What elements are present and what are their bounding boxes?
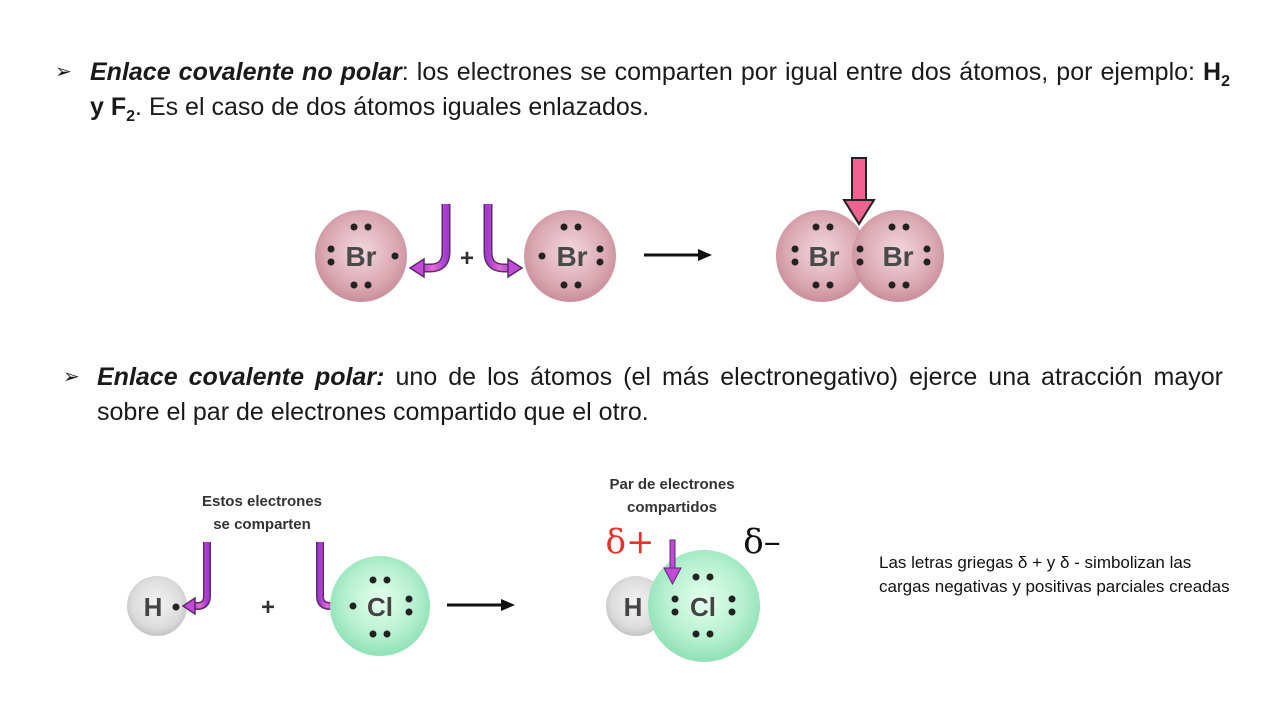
svg-text:Br: Br xyxy=(345,241,376,272)
shared-label-line2: se comparten xyxy=(213,516,311,533)
nonpolar-paragraph: Enlace covalente no polar: los electrone… xyxy=(90,55,1230,125)
nonpolar-text2: . Es el caso de dos átomos iguales enlaz… xyxy=(135,93,650,121)
svg-text:H: H xyxy=(624,592,643,622)
polar-paragraph: Enlace covalente polar: uno de los átomo… xyxy=(97,360,1223,430)
bullet-arrow-icon: ➢ xyxy=(55,61,72,83)
br-atom-right: Br xyxy=(524,210,616,302)
polar-term: Enlace covalente polar: xyxy=(97,363,385,391)
plus-sign: + xyxy=(261,594,275,621)
nonpolar-term: Enlace covalente no polar xyxy=(90,58,402,86)
polar-text: uno de los átomos (el más electronegativ… xyxy=(97,363,1223,426)
delta-minus-symbol: δ– xyxy=(743,522,780,562)
delta-explanation-note: Las letras griegas δ + y δ - simbolizan … xyxy=(879,553,1230,596)
pair-label-line1: Par de electrones xyxy=(609,476,734,493)
br2-molecule: Br Br xyxy=(776,210,944,302)
svg-text:Br: Br xyxy=(882,241,913,272)
curved-electron-arrow-icon xyxy=(181,542,211,616)
cl-atom: Cl xyxy=(330,556,430,656)
svg-text:Cl: Cl xyxy=(690,592,716,622)
svg-text:Br: Br xyxy=(556,241,587,272)
plus-sign: + xyxy=(460,245,474,272)
down-arrow-icon xyxy=(663,539,682,586)
pink-down-arrow-icon xyxy=(842,157,876,226)
h2-formula: H2 xyxy=(1203,58,1230,90)
curved-electron-arrow-icon xyxy=(483,204,524,279)
reaction-arrow-icon xyxy=(447,599,515,611)
nonpolar-text1: los electrones se comparten por igual en… xyxy=(408,58,1204,86)
colon: : xyxy=(401,58,409,86)
reaction-arrow-icon xyxy=(644,249,712,261)
svg-text:Br: Br xyxy=(808,241,839,272)
hcl-molecule: H Cl xyxy=(606,550,760,662)
pair-label-line2: compartidos xyxy=(627,499,717,516)
delta-plus-symbol: δ+ xyxy=(606,522,655,562)
bullet-arrow-icon: ➢ xyxy=(63,366,80,388)
svg-text:Cl: Cl xyxy=(367,592,393,622)
curved-electron-arrow-icon xyxy=(408,204,451,279)
shared-label-line1: Estos electrones xyxy=(202,493,322,510)
f2-formula: F2 xyxy=(110,93,136,125)
y-conjunction: y xyxy=(90,93,111,121)
h-atom: H xyxy=(127,576,187,636)
svg-text:H: H xyxy=(144,592,163,622)
br-atom-left: Br xyxy=(315,210,407,302)
